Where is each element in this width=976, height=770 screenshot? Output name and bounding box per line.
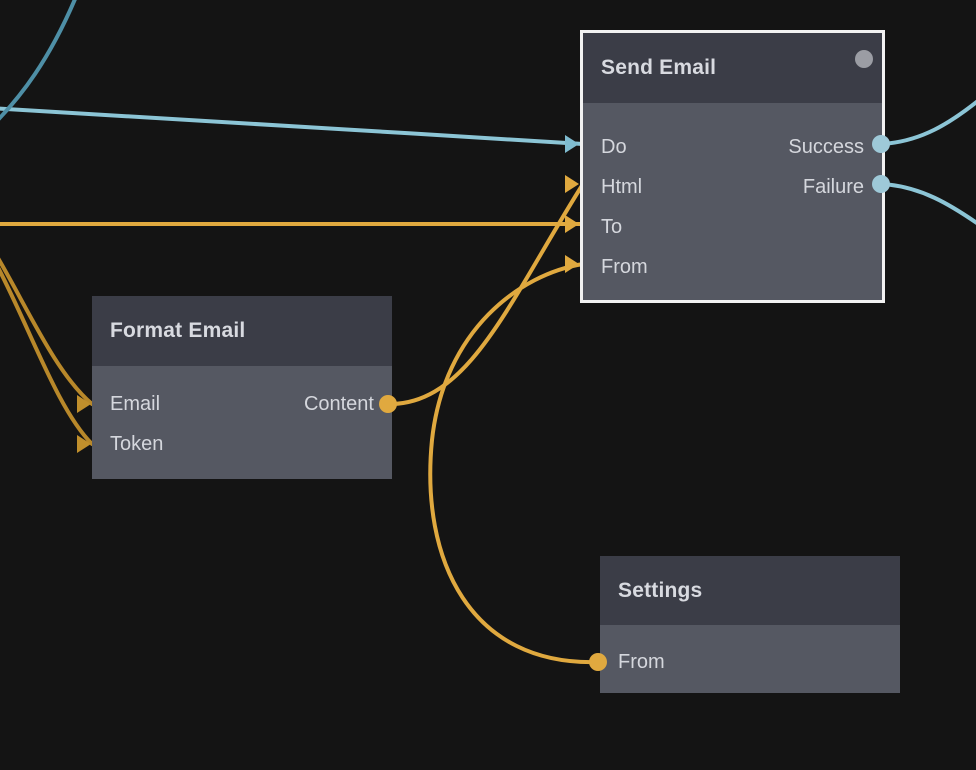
wire-data-incoming-email[interactable] (0, 248, 94, 406)
input-label-html: Html (601, 176, 643, 198)
input-label-from: From (601, 256, 648, 278)
node-title-send-email: Send Email (601, 56, 717, 79)
input-label-token: Token (110, 433, 164, 455)
wire-exec-incoming-do[interactable] (0, 106, 585, 146)
output-row-send-email-success[interactable]: Success (583, 127, 882, 167)
node-title-settings: Settings (618, 578, 703, 602)
output-pin-send-email-success-icon[interactable] (872, 135, 890, 153)
input-pin-send-email-do-icon[interactable] (565, 135, 579, 153)
wire-data-content-to-html[interactable] (390, 182, 585, 406)
node-body-settings: From (600, 625, 900, 693)
input-row-send-email-do[interactable]: Do (583, 127, 882, 167)
output-row-settings-from[interactable]: From (600, 642, 900, 682)
input-pin-send-email-to-icon[interactable] (565, 215, 579, 233)
output-pin-format-email-content-icon[interactable] (379, 395, 397, 413)
node-header-settings[interactable]: Settings (600, 556, 900, 625)
output-pin-send-email-failure-icon[interactable] (872, 175, 890, 193)
wire-data-incoming-token[interactable] (0, 256, 94, 446)
wire-exec-offscreen-upper[interactable] (0, 0, 78, 126)
output-pin-settings-from-icon[interactable] (589, 653, 607, 671)
input-pin-format-email-email-icon[interactable] (77, 395, 91, 413)
wire-exec-success-out[interactable] (879, 96, 976, 146)
output-row-send-email-failure[interactable]: Failure (583, 167, 882, 207)
status-dot-icon[interactable] (855, 50, 873, 68)
node-header-format-email[interactable]: Format Email (92, 296, 392, 366)
input-pin-format-email-token-icon[interactable] (77, 435, 91, 453)
input-pin-send-email-html-icon[interactable] (565, 175, 579, 193)
node-title-format-email: Format Email (110, 319, 246, 342)
input-pin-send-email-from-icon[interactable] (565, 255, 579, 273)
input-row-format-email-token[interactable]: Token (92, 424, 392, 464)
wire-exec-failure-out[interactable] (879, 182, 976, 228)
input-label-email: Email (110, 393, 161, 415)
input-row-send-email-html[interactable]: Html (583, 167, 882, 207)
input-row-format-email-email[interactable]: Email (92, 384, 392, 424)
output-label-from: From (618, 651, 665, 673)
wire-data-settings-from[interactable] (428, 262, 600, 665)
input-row-send-email-from[interactable]: From (583, 247, 882, 287)
output-label-success: Success (788, 136, 864, 158)
input-row-send-email-to[interactable]: To (583, 207, 882, 247)
input-label-to: To (601, 216, 623, 238)
output-row-format-email-content[interactable]: Content (92, 384, 392, 424)
node-header-send-email[interactable]: Send Email (583, 33, 882, 103)
input-label-do: Do (601, 136, 627, 158)
output-label-content: Content (303, 393, 374, 415)
output-label-failure: Failure (802, 176, 864, 198)
